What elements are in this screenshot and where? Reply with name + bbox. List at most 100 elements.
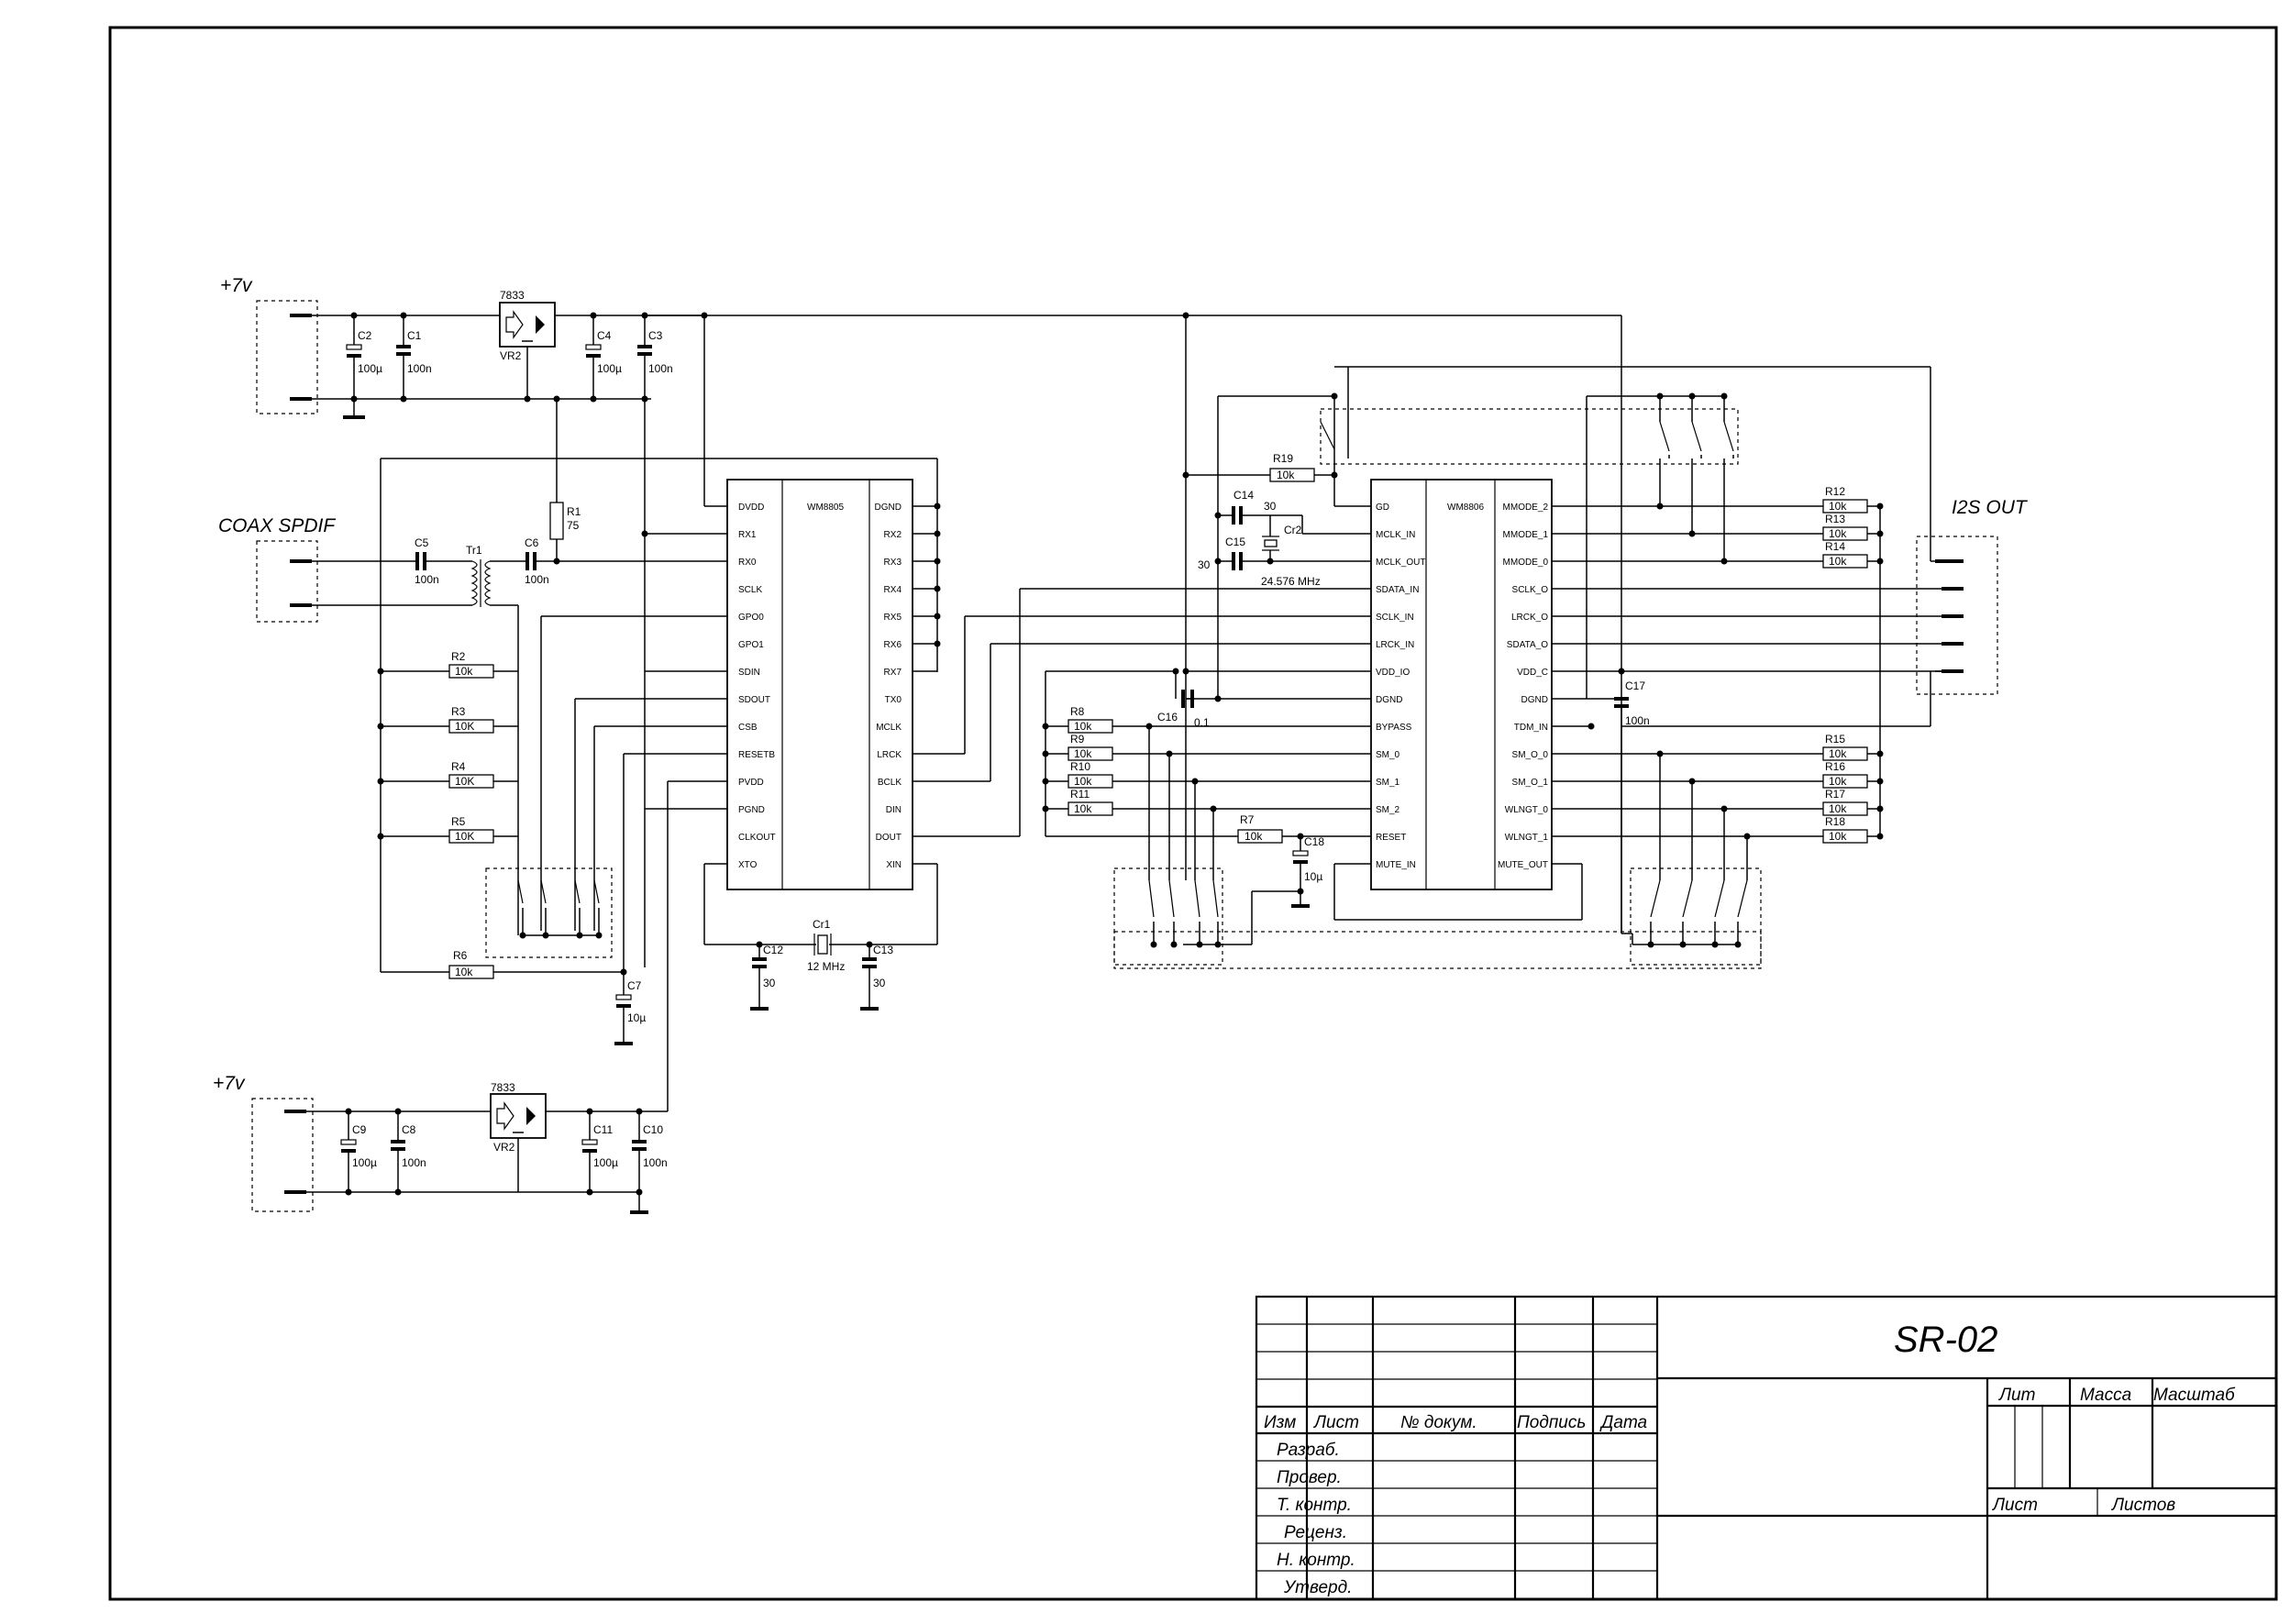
svg-text:75: 75 bbox=[567, 519, 580, 532]
svg-text:R1: R1 bbox=[567, 505, 581, 518]
svg-text:100n: 100n bbox=[402, 1156, 426, 1169]
svg-text:10k: 10k bbox=[1829, 527, 1847, 540]
title-block: SR-02 Изм Лист № докум. Подпись Дата Раз… bbox=[1255, 1295, 2278, 1601]
ic-left-pin-l-4: GPO0 bbox=[738, 613, 764, 623]
ic-right-pin-l-5: LRCK_IN bbox=[1376, 640, 1414, 650]
svg-text:Cr2: Cr2 bbox=[1284, 524, 1302, 536]
svg-text:10k: 10k bbox=[1829, 500, 1847, 513]
ic-right-pin-r-4: LRCK_O bbox=[1511, 613, 1548, 623]
svg-text:Cr1: Cr1 bbox=[813, 918, 831, 931]
svg-text:10k: 10k bbox=[1074, 802, 1092, 815]
svg-text:R16: R16 bbox=[1825, 760, 1845, 773]
svg-text:C12: C12 bbox=[763, 944, 783, 956]
svg-text:24.576 MHz: 24.576 MHz bbox=[1261, 575, 1321, 588]
power-supply-2: +7v 7833 VR2 C9 100µ C8 100n C11 100µ bbox=[213, 1073, 669, 1214]
svg-text:30: 30 bbox=[1198, 558, 1211, 571]
switch-block-3 bbox=[1320, 408, 1739, 465]
svg-text:10k: 10k bbox=[1829, 747, 1847, 760]
spdif-label: COAX SPDIF bbox=[218, 515, 336, 536]
ic-right-pin-r-5: SDATA_O bbox=[1507, 640, 1548, 650]
svg-text:10k: 10k bbox=[1074, 720, 1092, 733]
svg-text:R15: R15 bbox=[1825, 733, 1845, 746]
ic-right-pin-r-0: MMODE_2 bbox=[1503, 503, 1549, 513]
ic-left-pin-r-3: RX4 bbox=[884, 585, 902, 595]
svg-text:R14: R14 bbox=[1825, 540, 1845, 553]
ic-right-pin-r-13: MUTE_OUT bbox=[1498, 860, 1548, 870]
ic-left-pin-r-8: MCLK bbox=[876, 723, 902, 733]
svg-text:R19: R19 bbox=[1273, 452, 1293, 465]
svg-text:10k: 10k bbox=[1277, 469, 1295, 481]
svg-text:R6: R6 bbox=[453, 949, 468, 962]
svg-text:10k: 10k bbox=[1074, 747, 1092, 760]
svg-text:C6: C6 bbox=[525, 536, 539, 549]
vr2-ref: VR2 bbox=[493, 1141, 515, 1154]
ic-left-pin-l-8: CSB bbox=[738, 723, 758, 733]
ic-right-pin-r-6: VDD_C bbox=[1517, 668, 1548, 678]
svg-text:R10: R10 bbox=[1070, 760, 1090, 773]
regulator-vr2 bbox=[490, 1093, 547, 1139]
svg-text:100n: 100n bbox=[643, 1156, 668, 1169]
power-connector-1 bbox=[256, 300, 318, 414]
svg-text:C18: C18 bbox=[1304, 835, 1324, 848]
ic-left-pin-l-12: CLKOUT bbox=[738, 833, 776, 843]
ic-left-pin-r-1: RX2 bbox=[884, 530, 902, 540]
svg-text:Tr1: Tr1 bbox=[466, 544, 482, 557]
ic-right-pins-left: GDMCLK_INMCLK_OUTSDATA_INSCLK_INLRCK_INV… bbox=[1376, 503, 1425, 870]
ic-right-pin-r-11: WLNGT_0 bbox=[1505, 805, 1549, 815]
svg-text:R2: R2 bbox=[451, 650, 466, 663]
ic-right-pin-r-8: TDM_IN bbox=[1514, 723, 1548, 733]
ic-right-pin-l-1: MCLK_IN bbox=[1376, 530, 1415, 540]
ic-right-pin-l-3: SDATA_IN bbox=[1376, 585, 1419, 595]
ic-left-pins-right: DGNDRX2RX3RX4RX5RX6RX7TX0MCLKLRCKBCLKDIN… bbox=[875, 503, 902, 870]
vr1-part: 7833 bbox=[500, 289, 525, 302]
svg-text:R18: R18 bbox=[1825, 815, 1845, 828]
svg-text:100n: 100n bbox=[525, 573, 549, 586]
svg-text:100n: 100n bbox=[407, 362, 432, 375]
svg-text:Провер.: Провер. bbox=[1277, 1468, 1342, 1487]
svg-text:C8: C8 bbox=[402, 1123, 416, 1136]
svg-text:30: 30 bbox=[763, 977, 776, 989]
spdif-input: COAX SPDIF C5 100n Tr1 C6 100n R1 75 bbox=[218, 502, 706, 935]
vr1-ref: VR2 bbox=[500, 349, 522, 362]
ic-right-name: WM8806 bbox=[1447, 503, 1484, 513]
svg-text:R8: R8 bbox=[1070, 705, 1085, 718]
svg-text:Дата: Дата bbox=[1599, 1413, 1647, 1432]
ic-right-pin-r-10: SM_O_1 bbox=[1512, 778, 1549, 788]
ic-left-pin-r-12: DOUT bbox=[876, 833, 902, 843]
power1-label: +7v bbox=[220, 275, 253, 296]
svg-text:10K: 10K bbox=[455, 830, 474, 843]
svg-text:Разраб.: Разраб. bbox=[1277, 1441, 1340, 1460]
svg-text:R3: R3 bbox=[451, 705, 466, 718]
ic-right-pin-l-11: SM_2 bbox=[1376, 805, 1400, 815]
svg-text:10µ: 10µ bbox=[1304, 870, 1322, 883]
svg-text:Листов: Листов bbox=[2110, 1496, 2175, 1515]
designation: SR-02 bbox=[1894, 1320, 1997, 1360]
ic-left-pin-r-11: DIN bbox=[886, 805, 902, 815]
svg-text:C11: C11 bbox=[593, 1123, 613, 1136]
ic-left-pin-r-4: RX5 bbox=[884, 613, 902, 623]
ic-right-pin-l-2: MCLK_OUT bbox=[1376, 558, 1425, 568]
ic-wm8805-body bbox=[726, 479, 913, 890]
svg-text:R5: R5 bbox=[451, 815, 466, 828]
ic-right-pin-r-9: SM_O_0 bbox=[1512, 750, 1549, 760]
svg-text:10k: 10k bbox=[1829, 802, 1847, 815]
svg-text:100n: 100n bbox=[648, 362, 673, 375]
svg-text:R4: R4 bbox=[451, 760, 466, 773]
svg-text:C4: C4 bbox=[597, 329, 612, 342]
svg-text:C1: C1 bbox=[407, 329, 422, 342]
transformer-secondary bbox=[484, 560, 492, 606]
ic-left-pin-r-10: BCLK bbox=[878, 778, 902, 788]
ic-left-pin-r-0: DGND bbox=[875, 503, 902, 513]
i2s-label: I2S OUT bbox=[1952, 497, 2029, 518]
transformer-primary bbox=[470, 560, 478, 606]
ic-right-pin-l-12: RESET bbox=[1376, 833, 1406, 843]
svg-text:0.1: 0.1 bbox=[1194, 716, 1210, 729]
ic-left-pin-l-2: RX0 bbox=[738, 558, 757, 568]
ic-right-pin-l-4: SCLK_IN bbox=[1376, 613, 1414, 623]
svg-text:12 MHz: 12 MHz bbox=[807, 960, 845, 973]
svg-text:R9: R9 bbox=[1070, 733, 1085, 746]
ic-left-pin-l-10: PVDD bbox=[738, 778, 764, 788]
switch-block-4 bbox=[1630, 867, 1762, 966]
ic-right-pin-r-1: MMODE_1 bbox=[1503, 530, 1549, 540]
svg-text:C7: C7 bbox=[627, 979, 642, 992]
